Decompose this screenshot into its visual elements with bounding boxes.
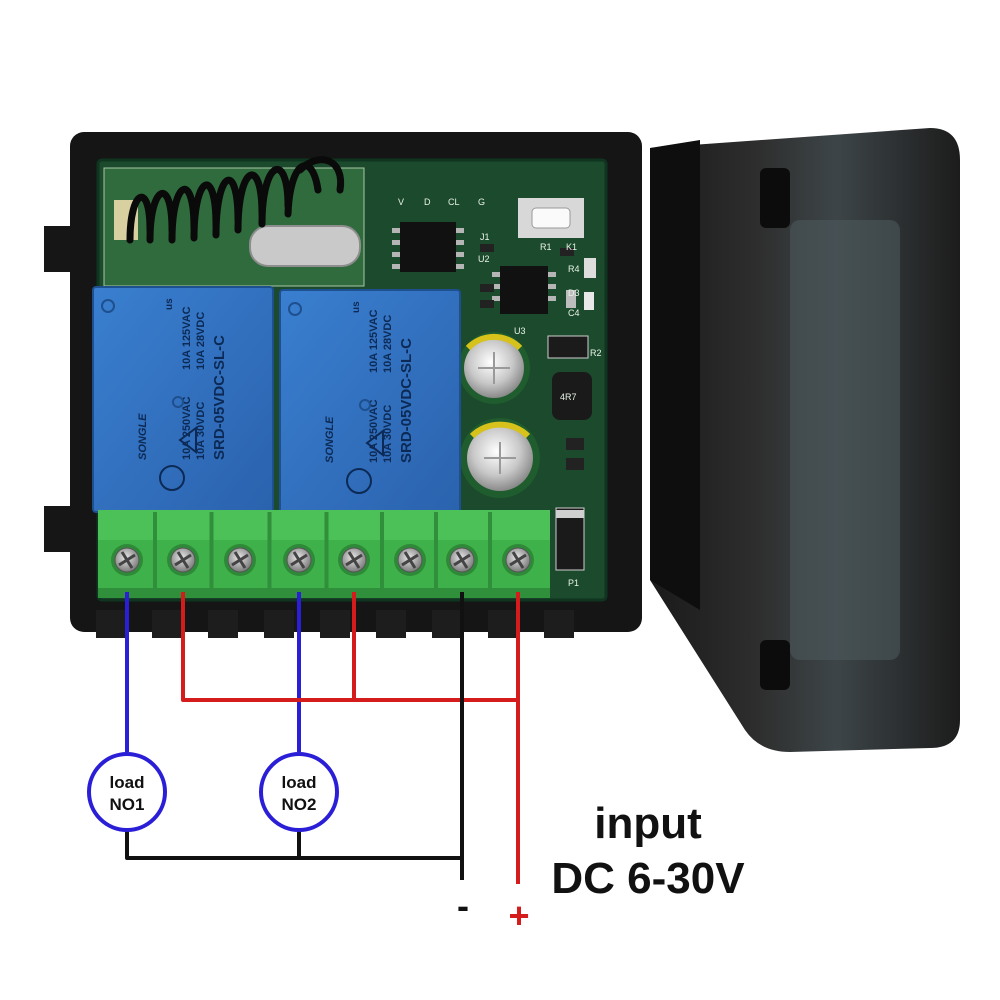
terminal-screw [446, 544, 478, 576]
relay-1-rating-dc: 10A 30VDC [195, 402, 207, 460]
terminal-block [98, 510, 550, 598]
load-no2-line1: load [282, 773, 317, 792]
lid-window [790, 220, 900, 660]
silk-r1: R1 [540, 242, 552, 252]
relay-2-triangle-icon [365, 429, 384, 457]
silk-j1: J1 [480, 232, 490, 242]
terminal-divider [209, 512, 214, 594]
load-no1-line2: NO1 [110, 795, 145, 814]
silk-pin-d: D [424, 197, 431, 207]
wires [125, 592, 520, 884]
relay-2-model: SRD-05VDC-SL-C [398, 338, 415, 463]
silk-r4: R4 [568, 264, 580, 274]
wire-common-1 [181, 592, 518, 702]
inductor-label: 4R7 [560, 392, 577, 402]
positive-terminal-label: + [508, 895, 529, 936]
terminal-screw [111, 544, 143, 576]
load-no2-line2: NO2 [282, 795, 317, 814]
ic-u1 [400, 222, 456, 272]
terminal-screw [167, 544, 199, 576]
relay-1-brand: SONGLE [137, 413, 149, 460]
silk-pin-cl: CL [448, 197, 460, 207]
antenna-coil [126, 156, 345, 244]
relay-2-rating-dc2: 10A 28VDC [382, 315, 394, 373]
relay-1-rating-ac: 10A 250VAC [181, 396, 193, 460]
input-label-line1: input [594, 799, 702, 848]
load-no2: load NO2 [259, 752, 339, 832]
silk-r2: R2 [590, 348, 602, 358]
diode [555, 507, 585, 571]
silk-pin-g: G [478, 197, 485, 207]
terminal-divider [488, 512, 492, 594]
relay-1-cert: us [164, 298, 175, 310]
wire-load-return [125, 830, 462, 860]
silk-d3: D3 [568, 288, 580, 298]
housing-teeth [96, 610, 574, 638]
terminal-screw [394, 544, 426, 576]
relay-2: SONGLE 10A 250VAC 10A 30VDC SRD-05VDC-SL… [279, 289, 461, 516]
silk-k1: K1 [566, 242, 577, 252]
relay-1-triangle-icon [178, 426, 197, 454]
silk-p1: P1 [568, 578, 579, 588]
silk-u2: U2 [478, 254, 490, 264]
silk-c4: C4 [568, 308, 580, 318]
terminal-screw [283, 544, 315, 576]
terminal-screw [224, 544, 256, 576]
relay-2-cqc-icon [346, 468, 372, 494]
terminal-divider [267, 512, 272, 594]
terminal-screw [338, 544, 370, 576]
smd-components [480, 244, 596, 470]
input-label-line2: DC 6-30V [551, 854, 745, 903]
negative-terminal-label: - [457, 885, 469, 926]
relay-1-rating-dc2: 10A 28VDC [195, 312, 207, 370]
terminal-divider [324, 512, 329, 594]
ic-u2 [500, 266, 548, 314]
capacitor-top [458, 332, 530, 404]
capacitor-bottom [460, 418, 540, 498]
learn-button [531, 207, 571, 229]
crystal-oscillator [249, 225, 361, 267]
load-no1: load NO1 [87, 752, 167, 832]
terminal-screws [111, 512, 534, 594]
terminal-divider [153, 512, 157, 594]
relay-2-rating-ac2: 10A 125VAC [368, 309, 380, 373]
housing-lid [650, 128, 960, 752]
relay-2-brand: SONGLE [324, 416, 336, 463]
relay-2-cert: us [351, 301, 362, 313]
load-no1-line1: load [110, 773, 145, 792]
relay-2-rating-dc: 10A 30VDC [382, 405, 394, 463]
terminal-divider [380, 512, 384, 594]
silk-u3: U3 [514, 326, 526, 336]
silk-pin-v: V [398, 197, 404, 207]
relay-1-rating-ac2: 10A 125VAC [181, 306, 193, 370]
relay-1: SONGLE 10A 250VAC 10A 30VDC SRD-05VDC-SL… [92, 286, 274, 513]
relay-1-cqc-icon [159, 465, 185, 491]
relay-1-model: SRD-05VDC-SL-C [211, 335, 228, 460]
relay-2-rating-ac: 10A 250VAC [368, 399, 380, 463]
pcb-silkscreen: V D CL G J1 K1 R1 U2 R4 D3 C4 R2 U3 P1 [398, 197, 602, 588]
terminal-screw [502, 544, 534, 576]
terminal-divider [434, 512, 438, 594]
inductor [552, 372, 592, 420]
